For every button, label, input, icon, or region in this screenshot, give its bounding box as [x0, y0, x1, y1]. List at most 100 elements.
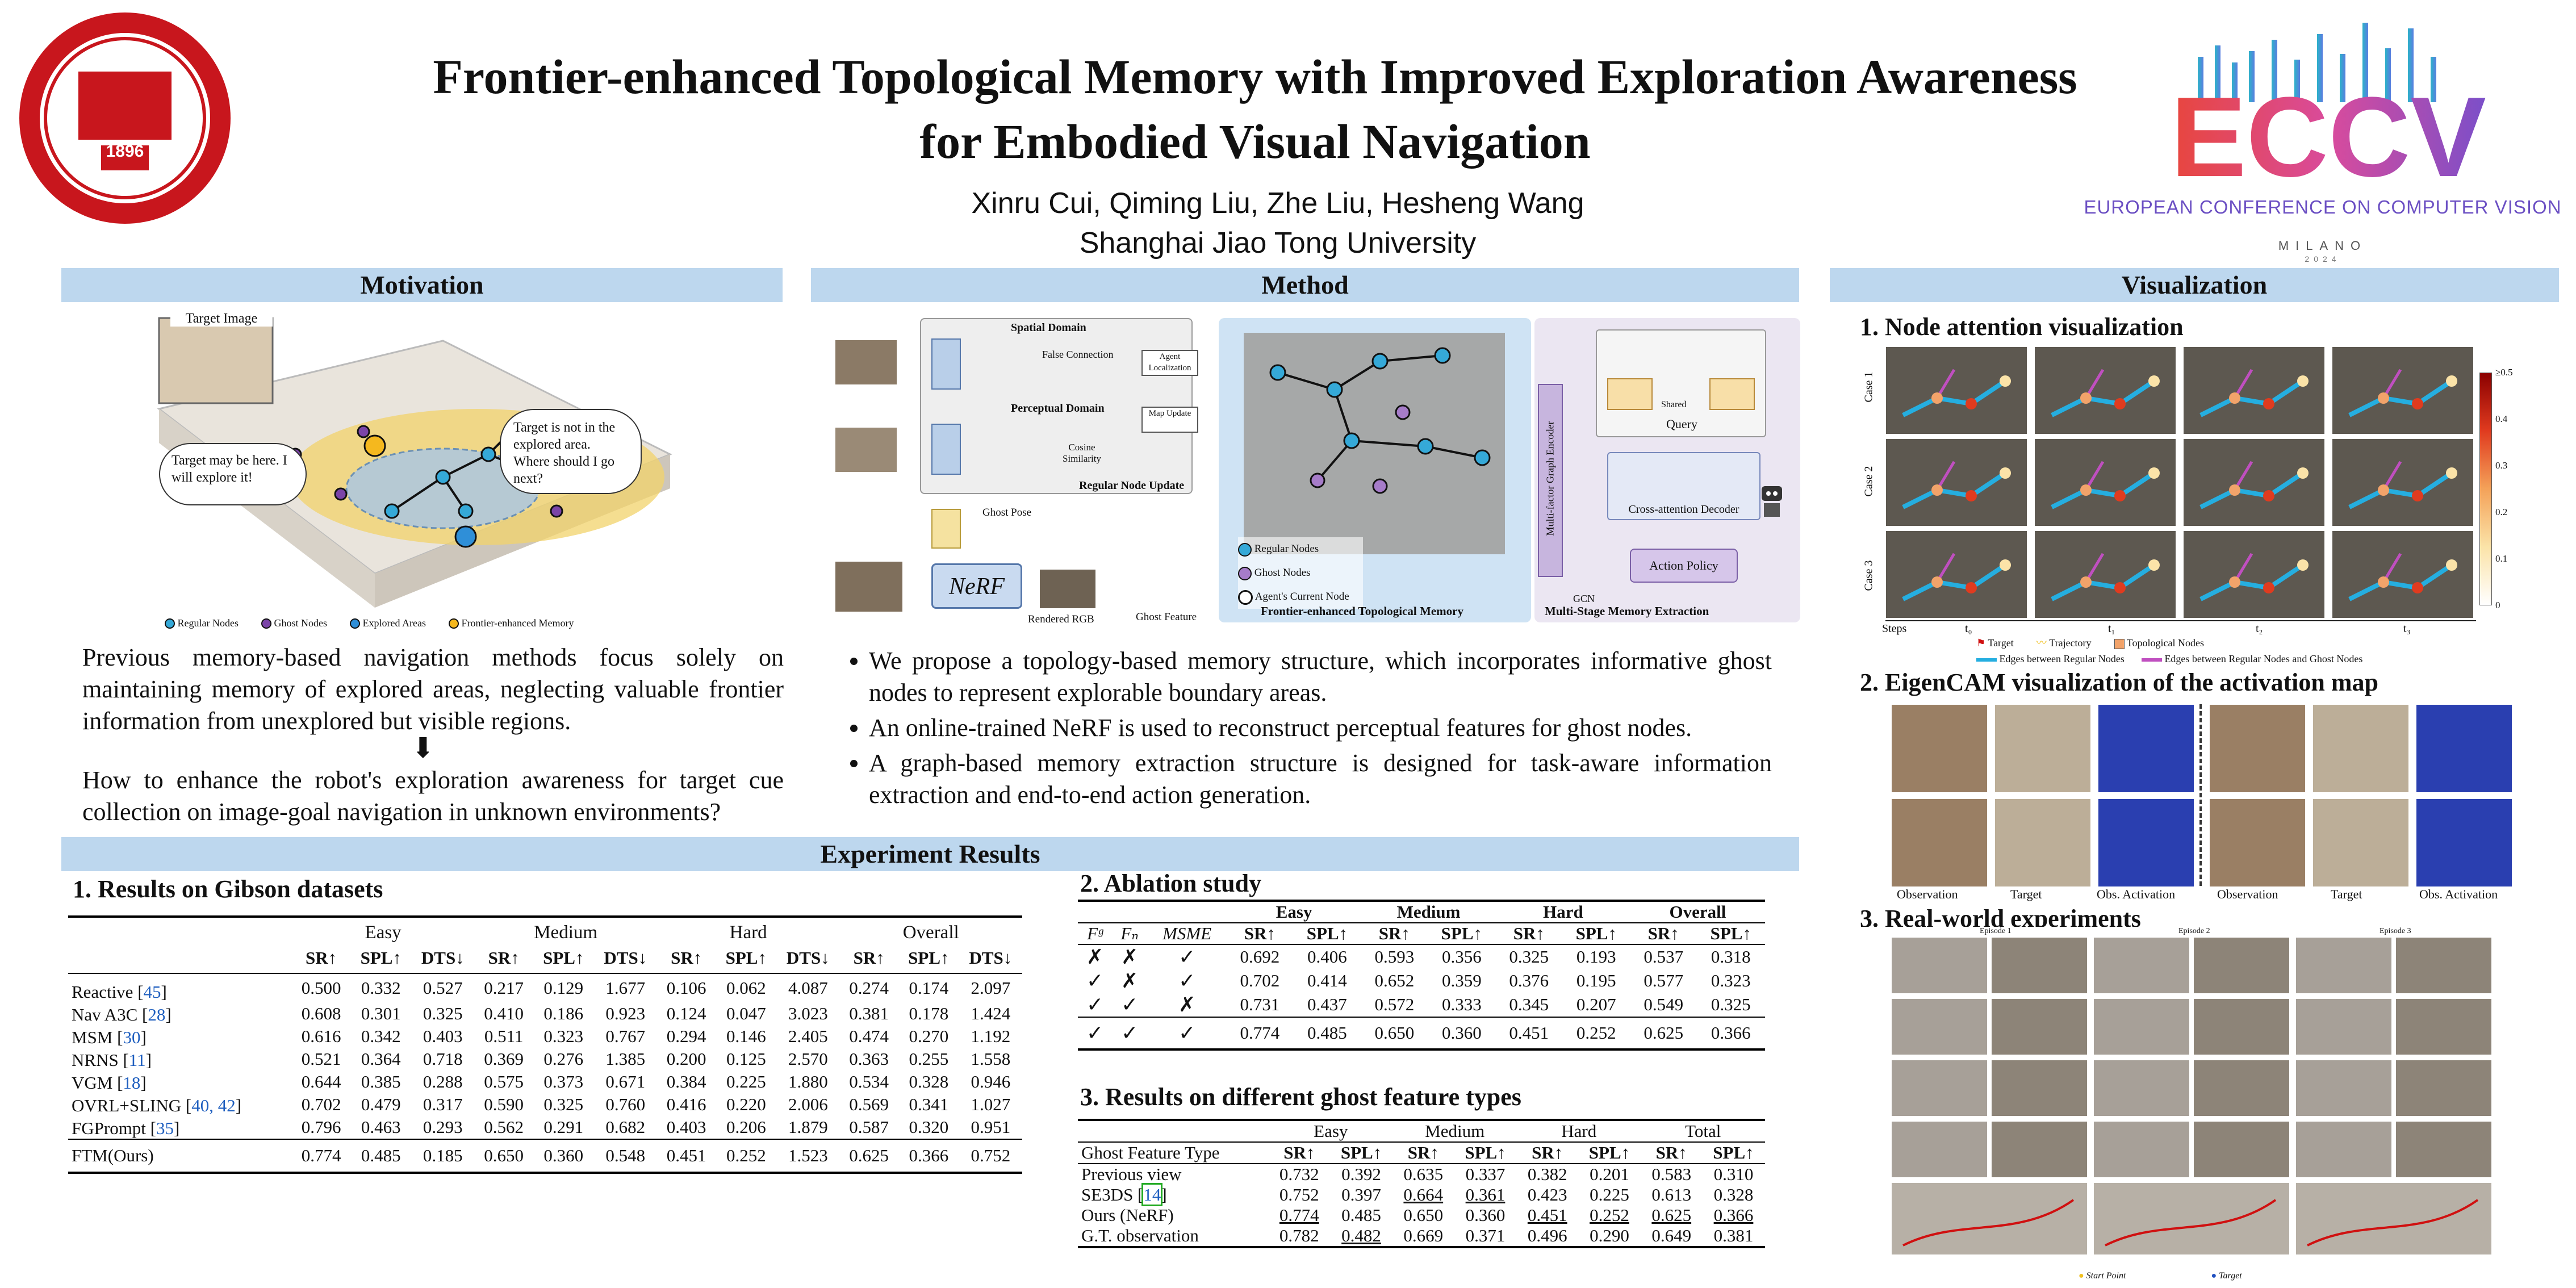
- table-cell: 0.549: [1644, 994, 1684, 1014]
- table-cell: 0.146: [726, 1026, 766, 1046]
- legend-explored-areas: Explored Areas: [349, 617, 426, 629]
- table-cell: ✓: [1086, 993, 1104, 1016]
- table-cell: 0.782: [1279, 1226, 1319, 1245]
- eccv-year: 2024: [2305, 254, 2341, 264]
- table-cell: 0.548: [605, 1145, 646, 1165]
- table-cell: MSM [30]: [72, 1027, 147, 1047]
- table-cell: 0.649: [1651, 1226, 1692, 1245]
- poster-title-line1: Frontier-enhanced Topological Memory wit…: [433, 49, 2077, 104]
- table-cell: 0.796: [301, 1117, 341, 1137]
- shared-label: Shared: [1661, 400, 1687, 409]
- attention-map-image: [1885, 346, 2027, 434]
- table-cell: 0.360: [543, 1145, 584, 1165]
- table-cell: 0.124: [666, 1003, 706, 1023]
- global-view-image: [2093, 998, 2190, 1055]
- camera-view-image: [2395, 1060, 2492, 1116]
- attention-map-image: [1885, 438, 2027, 526]
- table-cell: SPL↑: [1306, 923, 1348, 943]
- affiliation: Shanghai Jiao Tong University: [1079, 227, 1477, 260]
- table-cell: SPL↑: [1465, 1143, 1506, 1162]
- table-cell: VGM [18]: [72, 1073, 147, 1093]
- attention-map-image: [2183, 438, 2325, 526]
- table-cell: 0.106: [666, 978, 706, 998]
- global-view-image: [2093, 1060, 2190, 1116]
- table-cell: 0.451: [1509, 1023, 1549, 1043]
- table-cell: 2.405: [788, 1026, 828, 1046]
- table-cell: 0.255: [909, 1049, 949, 1069]
- ftm-label: Frontier-enhanced Topological Memory: [1261, 604, 1463, 618]
- table-cell: 0.325: [543, 1094, 584, 1114]
- table-cell: ✗: [1121, 946, 1139, 968]
- table-cell: SR↑: [306, 948, 337, 968]
- table-cell: 0.385: [361, 1072, 401, 1092]
- table-cell: Medium: [1396, 902, 1461, 922]
- table-cell: 0.359: [1441, 971, 1482, 990]
- cross-attention-block: [1607, 452, 1760, 520]
- global-view-image: [1891, 1121, 1988, 1178]
- table-cell: ✓: [1178, 969, 1196, 992]
- global-view-image: [2093, 937, 2190, 994]
- table-cell: 1.424: [971, 1003, 1011, 1023]
- experiments-header: Experiment Results: [61, 837, 1799, 871]
- table-cell: Easy: [1314, 1121, 1348, 1141]
- colorbar-ticks: ≥0.5 0.4 0.3 0.2 0.1 0: [2495, 367, 2535, 611]
- target-image: [1994, 704, 2091, 793]
- eigencam-captions: Observation Target Obs. Activation Obser…: [1891, 887, 2521, 904]
- eccv-full-name: EUROPEAN CONFERENCE ON COMPUTER VISION: [2084, 196, 2562, 218]
- ftm-graph: [1244, 333, 1505, 554]
- activation-map-image: [2416, 798, 2512, 887]
- table-cell: Reactive [45]: [72, 982, 167, 1002]
- table-cell: SR↑: [1244, 923, 1276, 943]
- table-cell: Total: [1685, 1121, 1721, 1141]
- colorbar-tick: ≥0.5: [2495, 367, 2513, 378]
- table-cell: 0.692: [1240, 947, 1280, 967]
- table-cell: Overall: [1669, 902, 1726, 922]
- colorbar-tick: 0.2: [2495, 507, 2508, 517]
- motivation-text-2: How to enhance the robot's exploration a…: [82, 766, 784, 826]
- legend-regular-nodes: Regular Nodes: [165, 617, 239, 629]
- table-cell: 0.225: [726, 1072, 766, 1092]
- colorbar-tick: 0: [2495, 600, 2500, 610]
- global-view-image: [2295, 998, 2392, 1055]
- table-cell: 0.482: [1341, 1226, 1381, 1245]
- table-cell: Previous view: [1081, 1164, 1182, 1184]
- table-cell: 0.320: [909, 1117, 949, 1137]
- table-cell: SR↑: [1655, 1143, 1687, 1162]
- table-cell: Easy: [365, 922, 402, 943]
- perceptual-domain-label: Perceptual Domain: [1011, 402, 1105, 415]
- table-cell: 0.345: [1509, 994, 1549, 1014]
- table-cell: 0.682: [605, 1117, 646, 1137]
- table-cell: 0.201: [1590, 1164, 1629, 1184]
- table-cell: 0.129: [543, 978, 584, 998]
- table-cell: 0.397: [1341, 1185, 1381, 1205]
- table-cell: 0.760: [605, 1094, 646, 1114]
- table-cell: 0.252: [1576, 1023, 1616, 1043]
- rendered-rgb-label: Rendered RGB: [1028, 613, 1094, 625]
- table-cell: DTS↓: [421, 948, 465, 968]
- table-cell: 0.403: [423, 1026, 463, 1046]
- table-cell: OVRL+SLING [40, 42]: [72, 1095, 242, 1115]
- table-cell: 0.195: [1576, 971, 1616, 990]
- table-cell: 0.625: [1644, 1023, 1684, 1043]
- table-cell: 0.752: [971, 1145, 1011, 1165]
- table-cell: 0.463: [361, 1117, 401, 1137]
- regular-node-update-panel: [920, 318, 1193, 494]
- table-cell: Ghost Feature Type: [1081, 1143, 1220, 1162]
- target-image: [2312, 704, 2409, 793]
- table-cell: 0.373: [543, 1072, 584, 1092]
- poster-title-line2: for Embodied Visual Navigation: [919, 114, 1591, 169]
- table-cell: 0.186: [543, 1003, 584, 1023]
- eccv-wordmark: ECCV: [2171, 74, 2486, 182]
- table-cell: 0.366: [1713, 1205, 1754, 1225]
- table-cell: 0.732: [1279, 1164, 1319, 1184]
- table-cell: 0.366: [1711, 1023, 1751, 1043]
- caption-observation: Observation: [1897, 887, 1958, 901]
- table-cell: 0.125: [726, 1049, 766, 1069]
- encoder-fe: [931, 424, 961, 475]
- table-cell: 0.702: [1240, 971, 1280, 990]
- table-cell: 1.677: [605, 978, 646, 998]
